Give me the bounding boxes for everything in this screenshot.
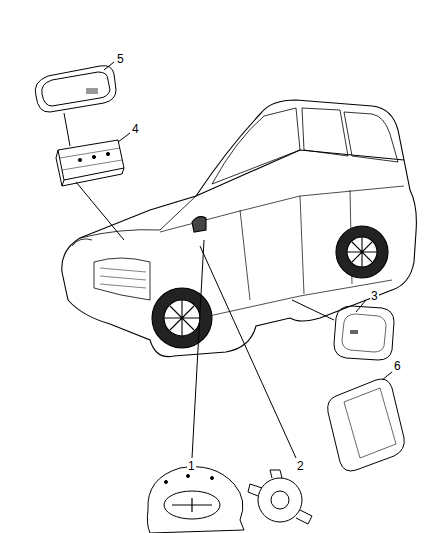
callout-number: 5	[116, 53, 125, 65]
callout-number: 3	[370, 290, 379, 302]
part-1	[147, 467, 244, 533]
part-5	[35, 66, 116, 112]
part-2	[248, 470, 312, 524]
part-6	[328, 379, 405, 471]
callout-number: 4	[131, 123, 140, 135]
callout-number: 1	[187, 460, 196, 472]
part-3	[334, 306, 394, 360]
callout-number: 6	[393, 360, 402, 372]
callout-number: 2	[296, 460, 305, 472]
part-4	[56, 140, 124, 186]
car-body	[62, 100, 417, 357]
